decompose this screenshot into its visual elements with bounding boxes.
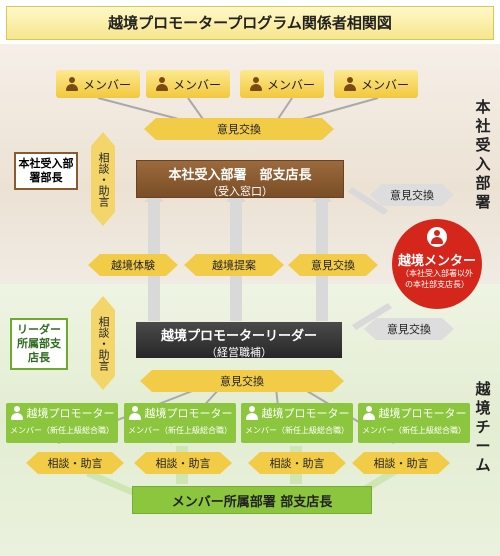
promoter-box: 越境プロモーター メンバー（新任上級総合職） [358, 403, 470, 443]
person-icon [245, 406, 259, 420]
person-icon [65, 77, 79, 91]
promoter-box: 越境プロモーター メンバー（新任上級総合職） [241, 403, 353, 443]
hq-dept-head-box: 本社受入部署部長 [14, 152, 78, 190]
person-icon [128, 406, 142, 420]
consult-arrow-4: 相談・助言 [352, 452, 450, 474]
consult-arrow-1: 相談・助言 [26, 452, 124, 474]
person-icon [155, 77, 169, 91]
leader-dept-head-box: リーダー所属部支店長 [10, 318, 68, 370]
promoter-box: 越境プロモーター メンバー（新任上級総合職） [124, 403, 236, 443]
experience-arrow: 越境体験 [88, 254, 178, 276]
person-icon [249, 77, 263, 91]
person-icon [362, 406, 376, 420]
team-zone-label: 越境チーム [475, 380, 491, 474]
top-exchange-arrow: 意見交換 [144, 118, 334, 140]
member-box: メンバー [146, 70, 230, 98]
bottom-exchange-arrow: 意見交換 [140, 370, 344, 392]
consult-arrow-top: 相談・助言 [91, 132, 115, 226]
hq-zone-label: 本社受入部署 [475, 98, 491, 211]
member-dept-head-box: メンバー所属部署 部支店長 [132, 486, 372, 514]
member-box: メンバー [56, 70, 140, 98]
proposal-arrow: 越境提案 [184, 254, 284, 276]
person-icon [343, 77, 357, 91]
consult-arrow-2: 相談・助言 [134, 452, 232, 474]
member-box: メンバー [240, 70, 324, 98]
member-box: メンバー [334, 70, 418, 98]
mentor-avatar [427, 227, 447, 247]
mentor-circle: 越境メンター （本社受入部署以外の本社部支店長） [392, 219, 482, 309]
exchange-arrow-mid: 意見交換 [288, 254, 378, 276]
leader-box: 越境プロモーターリーダー （経営職補） [136, 322, 342, 359]
consult-arrow-bottom: 相談・助言 [91, 296, 115, 390]
diagram-title: 越境プロモータープログラム関係者相関図 [6, 6, 494, 40]
person-icon [10, 406, 24, 420]
consult-arrow-3: 相談・助言 [248, 452, 346, 474]
promoter-box: 越境プロモーター メンバー（新任上級総合職） [6, 403, 118, 443]
exchange-arrow-hq-mentor: 意見交換 [370, 184, 454, 206]
person-icon [430, 230, 444, 244]
hq-department-box: 本社受入部署 部支店長 （受入窓口） [136, 160, 344, 198]
exchange-arrow-leader-mentor: 意見交換 [364, 318, 454, 340]
